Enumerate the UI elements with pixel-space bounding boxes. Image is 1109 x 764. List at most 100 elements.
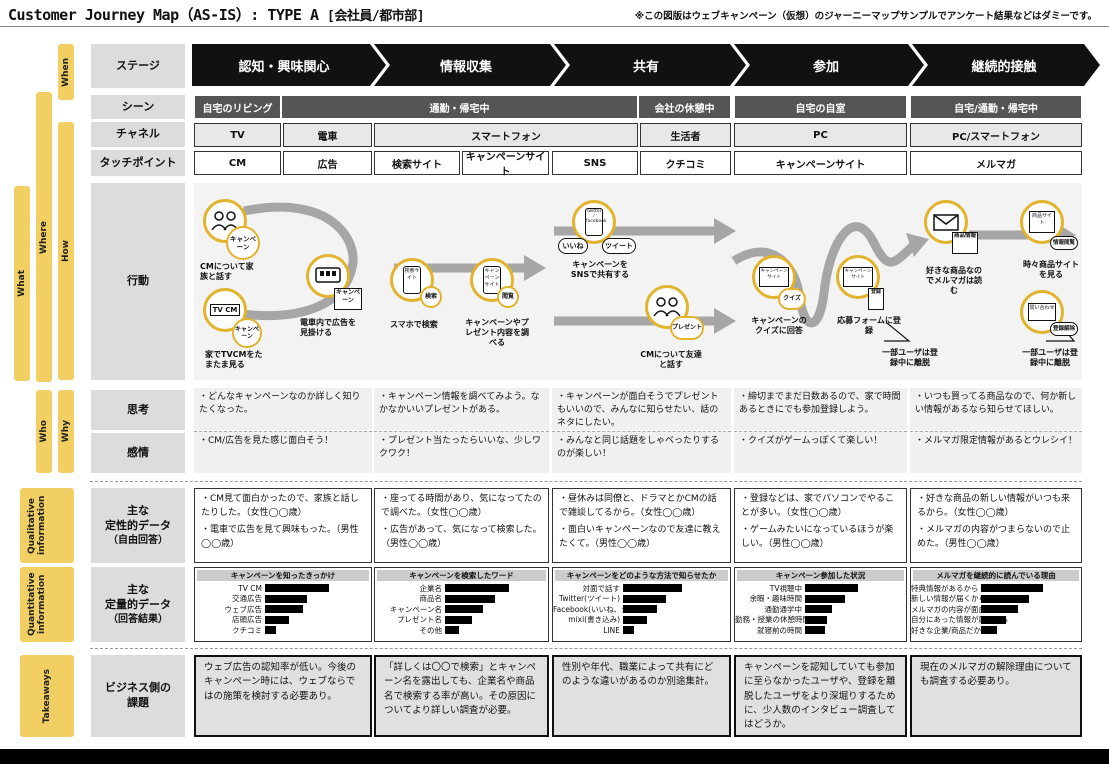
quantitative-row: 店頭広告: [195, 615, 371, 626]
rowhead-action: 行動: [91, 183, 185, 380]
stage-chevron-1: [192, 44, 386, 86]
quantitative-label: メルマガの内容が面白いから: [911, 604, 1009, 614]
channel-tv: TV: [194, 123, 281, 147]
action-label-5: キャンペーンやプレゼント内容を調べる: [465, 318, 529, 347]
quantitative-label: 勤務・授業の休憩時間: [735, 615, 810, 625]
rowhead-stage: ステージ: [91, 44, 185, 88]
quantitative-row: キャンペーン名: [375, 604, 548, 615]
band-qualitative: Qualitative information: [20, 488, 74, 563]
stage-1: 認知・興味関心: [238, 59, 330, 75]
channel-smartphone: スマートフォン: [374, 123, 638, 147]
thought-3: ・キャンペーンが面白そうでプレゼントもいいので、みんなに知らせたい、話のネタにし…: [552, 388, 731, 430]
action-label-10: 好きな商品なのでメルマガは読む: [926, 266, 982, 295]
quantitative-title: キャンペーン参加した状況: [737, 570, 904, 581]
action-label-6: キャンペーンをSNSで共有する: [570, 260, 630, 279]
campaign-bubble-icon-2: キャンペーン: [232, 318, 262, 348]
rowhead-emotion: 感情: [91, 433, 185, 473]
like-bubble-icon: いいね: [558, 238, 588, 254]
quantitative-bar: [623, 594, 666, 603]
touchpoint-ad: 広告: [283, 151, 372, 175]
quantitative-row: 交通広告: [195, 594, 371, 605]
thought-1: ・どんなキャンペーンなのか詳しく知りたくなった。: [194, 388, 372, 430]
quantitative-row: LINE: [553, 625, 730, 636]
quantitative-row: 対面で話す: [553, 583, 730, 594]
touchpoint-word-of-mouth: クチコミ: [640, 151, 731, 175]
quantitative-bar: [265, 594, 307, 603]
bottom-bar: [0, 749, 1109, 764]
quantitative-title: キャンペーンを検索したワード: [377, 570, 546, 581]
quantitative-label: 自分にあった情報が届くから: [911, 615, 1009, 625]
quantitative-row: 新しい情報が届くから: [911, 594, 1081, 605]
phone-search-icon: 検索サイト: [390, 258, 434, 302]
quantitative-bar: [265, 626, 276, 635]
quantitative-bar: [623, 626, 634, 635]
channel-pc-smartphone: PC/スマートフォン: [910, 123, 1082, 147]
disclaimer-note: ※この図版はウェブキャンペーン（仮想）のジャーニーマップサンプルでアンケート結果…: [634, 11, 1097, 22]
quantitative-label: 企業名: [419, 583, 443, 593]
qualitative-5: ・好きな商品の新しい情報がいつも来るから。（女性◯◯歳）・メルマガの内容がつまら…: [910, 488, 1082, 563]
quantitative-title: キャンペーンをどのような方法で知らせたか: [555, 570, 728, 581]
dropout-label-2: 一部ユーザは登録中に離脱: [1022, 348, 1078, 367]
quantitative-bar: [445, 594, 495, 603]
quantitative-5: メルマガを継続的に読んでいる理由特典情報があるから新しい情報が届くからメルマガの…: [910, 567, 1082, 642]
quantitative-row: Facebook(いいね、シェア): [553, 604, 730, 615]
quantitative-bar: [805, 615, 827, 624]
quantitative-bar: [981, 594, 1029, 603]
stage-chevron-3: [554, 44, 746, 86]
takeaway-1: ウェブ広告の認知率が低い。今後のキャンペーン時には、ウェブならではの施策を検討す…: [194, 655, 372, 737]
quantitative-row: Twitter(ツイート): [553, 594, 730, 605]
quantitative-row: クチコミ: [195, 625, 371, 636]
quantitative-row: 好きな企業/商品だから: [911, 625, 1081, 636]
quantitative-label: TV CM: [238, 583, 262, 593]
quantitative-label: 店頭広告: [232, 615, 262, 625]
action-label-3: 家でTVCMをたまたま見る: [205, 350, 263, 369]
quantitative-label: クチコミ: [232, 625, 262, 635]
rowhead-takeaways: ビジネス側の課題: [91, 655, 185, 737]
quantitative-bar: [265, 605, 303, 614]
quantitative-row: ウェブ広告: [195, 604, 371, 615]
tweet-bubble-icon: ツイート: [602, 238, 636, 254]
action-label-7: CMについて友達と話す: [640, 350, 702, 369]
arrowhead-4: [906, 233, 929, 257]
emotion-5: ・メルマガ限定情報があるとウレシイ！: [910, 431, 1082, 473]
rowhead-scene: シーン: [91, 95, 185, 119]
rowhead-touchpoint: タッチポイント: [91, 150, 185, 176]
rowhead-quantitative: 主な定量的データ（回答結果）: [91, 567, 185, 642]
quantitative-row: 特典情報があるから: [911, 583, 1081, 594]
quiz-bubble-icon: クイズ: [778, 288, 806, 310]
stage-chevron-2: [374, 44, 566, 86]
quantitative-label: 新しい情報が届くから: [911, 594, 986, 604]
present-bubble-icon: プレゼント: [670, 316, 704, 340]
touchpoint-sns: SNS: [552, 151, 638, 175]
quantitative-label: 交通広告: [232, 594, 262, 604]
quantitative-label: 余暇・趣味時間: [749, 594, 803, 604]
takeaway-3: 性別や年代、職業によって共有にどのような違いがあるのか別途集計。: [552, 655, 731, 737]
takeaway-4: キャンペーンを認知していても参加に至らなかったユーザや、登録を離脱したユーザをよ…: [734, 655, 907, 737]
quantitative-bar: [623, 584, 682, 593]
quantitative-label: TV視聴中: [769, 583, 802, 593]
touchpoint-cm: CM: [194, 151, 281, 175]
quantitative-row: 余暇・趣味時間: [735, 594, 906, 605]
product-info-icon: 商品情報: [952, 232, 978, 254]
action-label-11: 時々商品サイトを見る: [1023, 260, 1079, 279]
quantitative-bar: [445, 626, 459, 635]
thought-4: ・締切までまだ日数あるので、家で時間あるときにでも参加登録しよう。: [734, 388, 907, 430]
dropout-line-1: [884, 322, 911, 342]
action-label-1: CMについて家族と話す: [200, 262, 254, 281]
stage-4: 参加: [812, 59, 839, 75]
thought-2: ・キャンペーン情報を調べてみよう。なかなかいいプレゼントがある。: [374, 388, 549, 430]
quantitative-row: TV視聴中: [735, 583, 906, 594]
quantitative-label: プレゼント名: [397, 615, 442, 625]
quantitative-row: mixi(書き込み): [553, 615, 730, 626]
flow-arrow-cycle: [233, 202, 358, 321]
quantitative-row: プレゼント名: [375, 615, 548, 626]
scene-4: 自宅の自室: [734, 95, 907, 119]
band-who: Who: [36, 390, 52, 473]
qualitative-2: ・座ってる時間があり、気になってたので調べた。（女性◯◯歳）・広告があって、気に…: [374, 488, 549, 563]
quantitative-row: TV CM: [195, 583, 371, 594]
band-when: When: [58, 44, 74, 100]
action-label-9: 応募フォームに登録: [837, 316, 901, 335]
emotion-1: ・CM/広告を見た感じ面白そう！: [194, 431, 372, 473]
takeaway-5: 現在のメルマガの解除理由についても調査する必要あり。: [910, 655, 1082, 737]
